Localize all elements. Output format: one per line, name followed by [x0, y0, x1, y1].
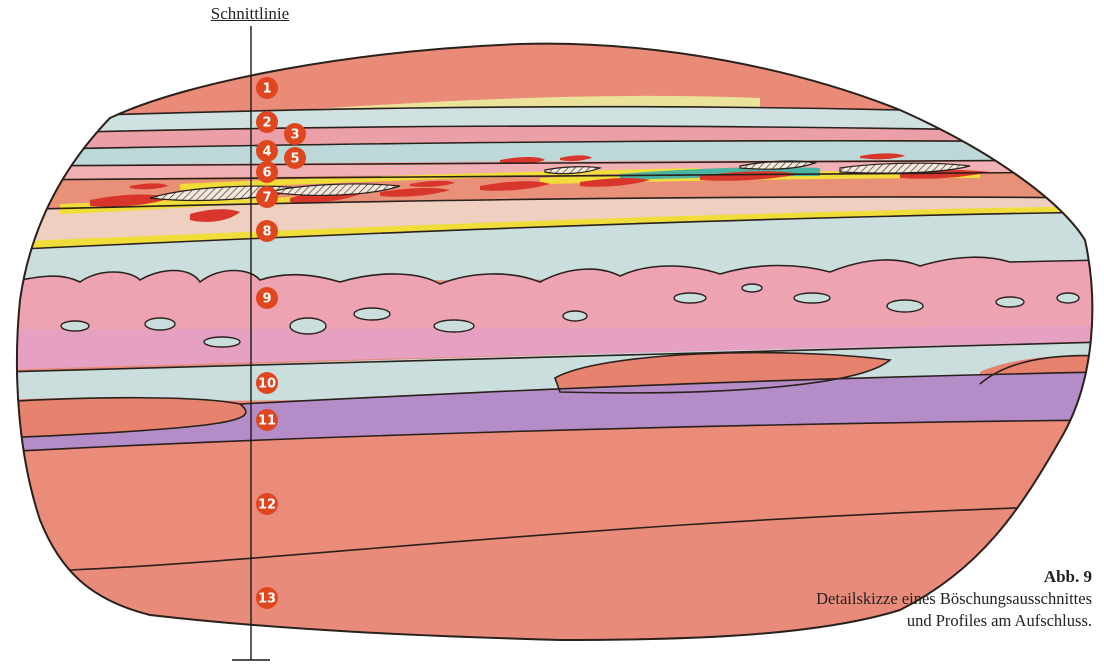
layer-marker-number: 8 — [262, 225, 271, 240]
layer-marker-12: 12 — [256, 493, 278, 515]
layer-marker-number: 10 — [258, 377, 276, 392]
layer-marker-10: 10 — [256, 372, 278, 394]
section-line-label: Schnittlinie — [170, 4, 330, 24]
layer-marker-number: 7 — [262, 191, 271, 206]
layer-marker-7: 7 — [256, 186, 278, 208]
layer-marker-3: 3 — [284, 123, 306, 145]
layer-marker-5: 5 — [284, 147, 306, 169]
caption-line-2: und Profiles am Aufschluss. — [816, 610, 1092, 632]
layer-marker-number: 9 — [262, 292, 271, 307]
caption-line-1: Detailskizze eines Böschungsausschnittes — [816, 588, 1092, 610]
layer-marker-number: 1 — [262, 82, 271, 97]
layer-marker-number: 3 — [290, 128, 299, 143]
layer-marker-2: 2 — [256, 111, 278, 133]
layer-marker-number: 5 — [290, 152, 299, 167]
layer-marker-13: 13 — [256, 587, 278, 609]
layer-marker-8: 8 — [256, 220, 278, 242]
layer-marker-number: 4 — [262, 145, 271, 160]
figure-number: Abb. 9 — [816, 566, 1092, 588]
layer-marker-number: 11 — [258, 414, 276, 429]
layer-marker-9: 9 — [256, 287, 278, 309]
layer-marker-6: 6 — [256, 161, 278, 183]
layer-marker-1: 1 — [256, 77, 278, 99]
layer-marker-number: 13 — [258, 592, 276, 607]
layer-marker-number: 2 — [262, 116, 271, 131]
figure-caption: Abb. 9 Detailskizze eines Böschungsaussc… — [816, 566, 1092, 632]
layer-marker-number: 6 — [262, 166, 271, 181]
layer-marker-4: 4 — [256, 140, 278, 162]
layer-marker-number: 12 — [258, 498, 276, 513]
layer-marker-11: 11 — [256, 409, 278, 431]
